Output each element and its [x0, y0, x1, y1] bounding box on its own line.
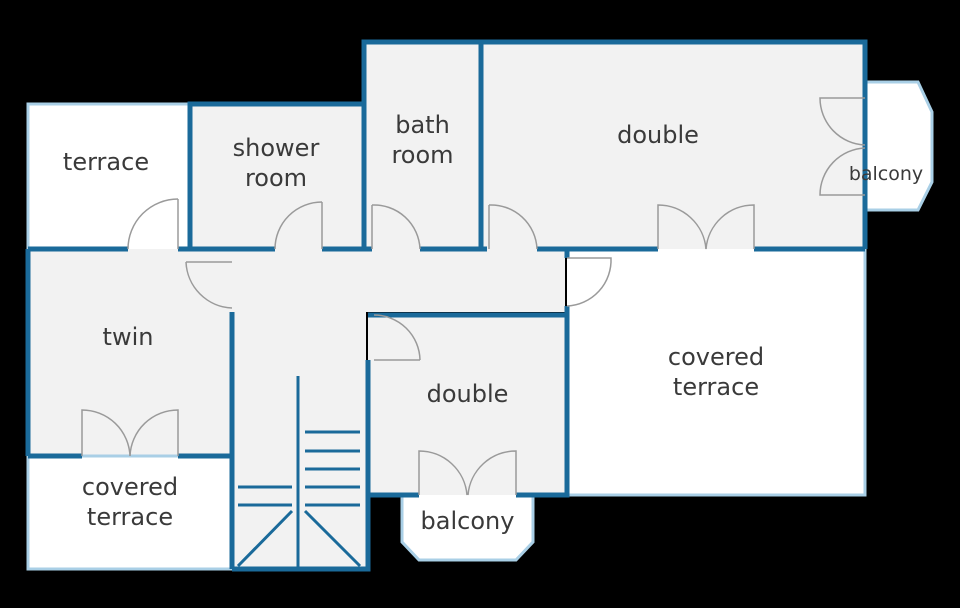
covered-terrace-right-area: [567, 249, 865, 495]
terrace-area: [28, 104, 188, 249]
label-covered-terrace-right: covered terrace: [567, 342, 865, 402]
bath-room-area: [364, 42, 481, 249]
balcony-bottom-area: [402, 495, 533, 560]
balcony-right-area: [865, 82, 932, 210]
double-bottom-area: [368, 315, 567, 495]
label-covered-terrace-left-line2: terrace: [86, 503, 174, 531]
label-double-top: double: [617, 121, 699, 149]
label-twin: twin: [102, 323, 154, 351]
doors: [81, 97, 866, 496]
label-balcony-bottom: balcony: [420, 507, 515, 535]
label-covered-terrace-left: covered terrace: [28, 472, 232, 532]
label-shower-room: shower room: [190, 133, 362, 193]
main-walls: [25, 39, 868, 572]
label-bath-room: bath room: [364, 110, 481, 170]
label-covered-terrace-left-line1: covered: [81, 473, 179, 501]
twin-area: [28, 249, 232, 456]
label-bath-room-line2: room: [391, 141, 454, 169]
label-bath-room-line1: bath: [395, 111, 450, 139]
label-shower-room-line2: room: [244, 164, 308, 192]
label-balcony-right: balcony: [848, 163, 924, 185]
label-shower-room-line1: shower: [232, 134, 320, 162]
covered-terrace-left-area: [28, 456, 232, 569]
label-covered-terrace-right-line1: covered: [667, 343, 765, 371]
shower-room-area: [190, 104, 362, 249]
staircase: [236, 376, 362, 569]
label-covered-terrace-right-line2: terrace: [672, 373, 760, 401]
double-top-area: [483, 42, 865, 249]
label-terrace: terrace: [62, 148, 150, 176]
label-double-bottom: double: [426, 380, 509, 408]
